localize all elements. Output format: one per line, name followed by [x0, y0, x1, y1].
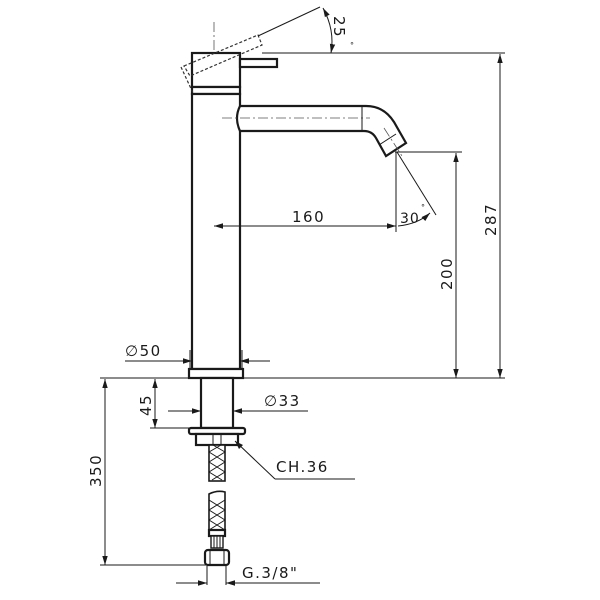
spout-reach-label: 160 [292, 208, 325, 226]
shank-diameter-label: ∅33 [264, 392, 301, 410]
flex-hose-lower [208, 490, 226, 531]
thread-size-label: G.3/8" [242, 564, 298, 582]
handle-angle-label: 25 [330, 16, 348, 38]
base-collar [187, 367, 245, 380]
total-height-label: 287 [482, 203, 500, 236]
fixing-nut [194, 432, 240, 447]
spout-angle-unit: ° [421, 203, 425, 212]
shank-assembly [187, 376, 247, 567]
dimension-lines [100, 6, 505, 586]
body-diameter-label: ∅50 [125, 342, 162, 360]
handle-angle-arc [322, 7, 336, 54]
handle-angle-unit: ° [350, 41, 354, 50]
shank [199, 376, 235, 430]
spout [235, 104, 408, 158]
hose-length-label: 350 [87, 454, 105, 487]
handle-cap [190, 51, 242, 89]
dimension-labels: 25 ° 160 30 ° 200 287 ∅50 45 ∅33 CH.36 3… [87, 16, 500, 582]
nut-leader-line [234, 440, 276, 480]
handle-lever [238, 57, 279, 69]
spout-angle-label: 30 [400, 211, 420, 227]
handle-rotated-outline [183, 34, 263, 77]
body-column [190, 92, 242, 371]
spout-height-label: 200 [438, 257, 456, 290]
nut-size-label: CH.36 [276, 458, 329, 476]
shank-height-label: 45 [137, 394, 155, 416]
faucet-body [180, 22, 408, 420]
spout-angle-arc [397, 212, 431, 227]
hose-connector-nut [203, 548, 231, 567]
